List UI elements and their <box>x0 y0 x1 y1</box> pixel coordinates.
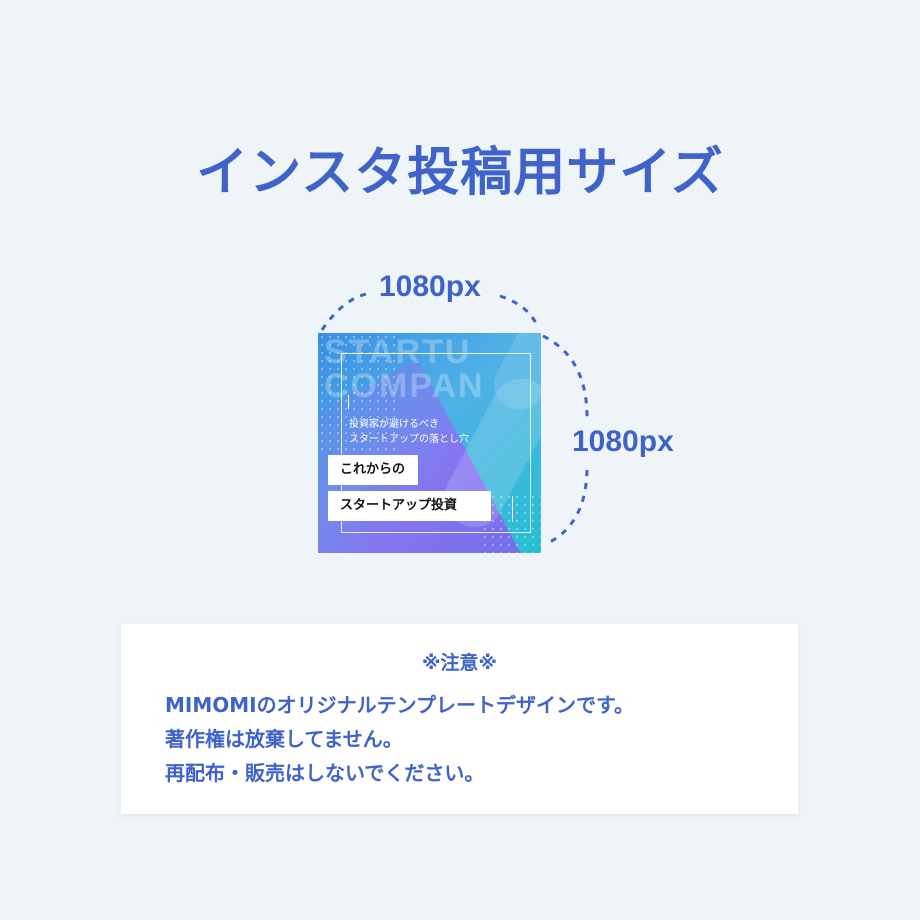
notice-line: 著作権は放棄してません。 <box>165 727 403 751</box>
height-arc <box>542 334 589 421</box>
dot-pattern <box>481 493 541 553</box>
notice-text: MIMOMIのオリジナルテンプレートデザインです。 著作権は放棄してません。 再… <box>165 688 634 790</box>
notice-title: ※注意※ <box>422 652 497 674</box>
headline-box-2: スタートアップ投資 <box>328 491 491 521</box>
notice-line: 再配布・販売はしないでください。 <box>165 761 485 785</box>
background-text: STARTU COMPAN <box>324 333 485 405</box>
accent-line <box>348 395 349 409</box>
page-title: インスタ投稿用サイズ <box>196 143 724 203</box>
template-thumbnail: STARTU COMPAN 投資家が避けるべき スタートアップの落とし穴 これか… <box>318 333 541 553</box>
height-arc-lower <box>545 469 589 546</box>
width-label: 1080px <box>379 270 481 303</box>
accent-line <box>512 496 513 522</box>
headline-box-1: これからの <box>328 455 418 485</box>
height-label: 1080px <box>572 425 674 458</box>
notice-line: MIMOMIのオリジナルテンプレートデザインです。 <box>165 693 634 717</box>
notice-card: ※注意※ MIMOMIのオリジナルテンプレートデザインです。 著作権は放棄してま… <box>121 624 798 814</box>
width-arc <box>320 291 373 331</box>
white-frame <box>341 353 531 533</box>
thumbnail-subtitle: 投資家が避けるべき スタートアップの落とし穴 <box>349 419 469 445</box>
width-arc-right <box>499 294 540 329</box>
